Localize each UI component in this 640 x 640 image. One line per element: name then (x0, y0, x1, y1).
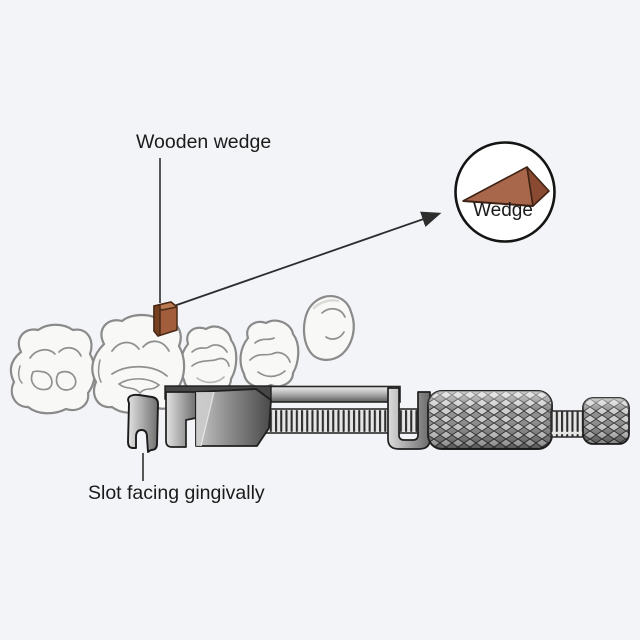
wedge-callout-circle (454, 141, 556, 243)
retainer-end-rod (550, 410, 586, 438)
retainer-slot-piece (127, 393, 159, 453)
retainer-threaded-spindle (261, 408, 437, 434)
tooth-1 (9, 323, 96, 415)
wedge-callout-arrow (170, 211, 442, 308)
tooth-4 (239, 319, 300, 389)
wooden-wedge-label: Wooden wedge (136, 131, 272, 153)
retainer-vise-piece (165, 391, 197, 448)
tooth-5 (302, 295, 355, 361)
wedge-callout-label: Wedge (473, 200, 533, 221)
tooth-2 (91, 313, 186, 415)
teeth-row (9, 295, 355, 415)
tooth-3 (179, 325, 238, 395)
retainer-end-knob (582, 397, 630, 445)
retainer-frame-bar (249, 385, 401, 403)
retainer-head-block (195, 388, 272, 447)
retainer-outer-knob (427, 390, 553, 450)
wedge-icon (462, 166, 550, 207)
matrix-retainer (127, 385, 630, 453)
wooden-wedge-graphic (153, 301, 178, 337)
retainer-u-yoke (387, 387, 431, 450)
slot-facing-gingivally-label: Slot facing gingivally (88, 482, 265, 504)
